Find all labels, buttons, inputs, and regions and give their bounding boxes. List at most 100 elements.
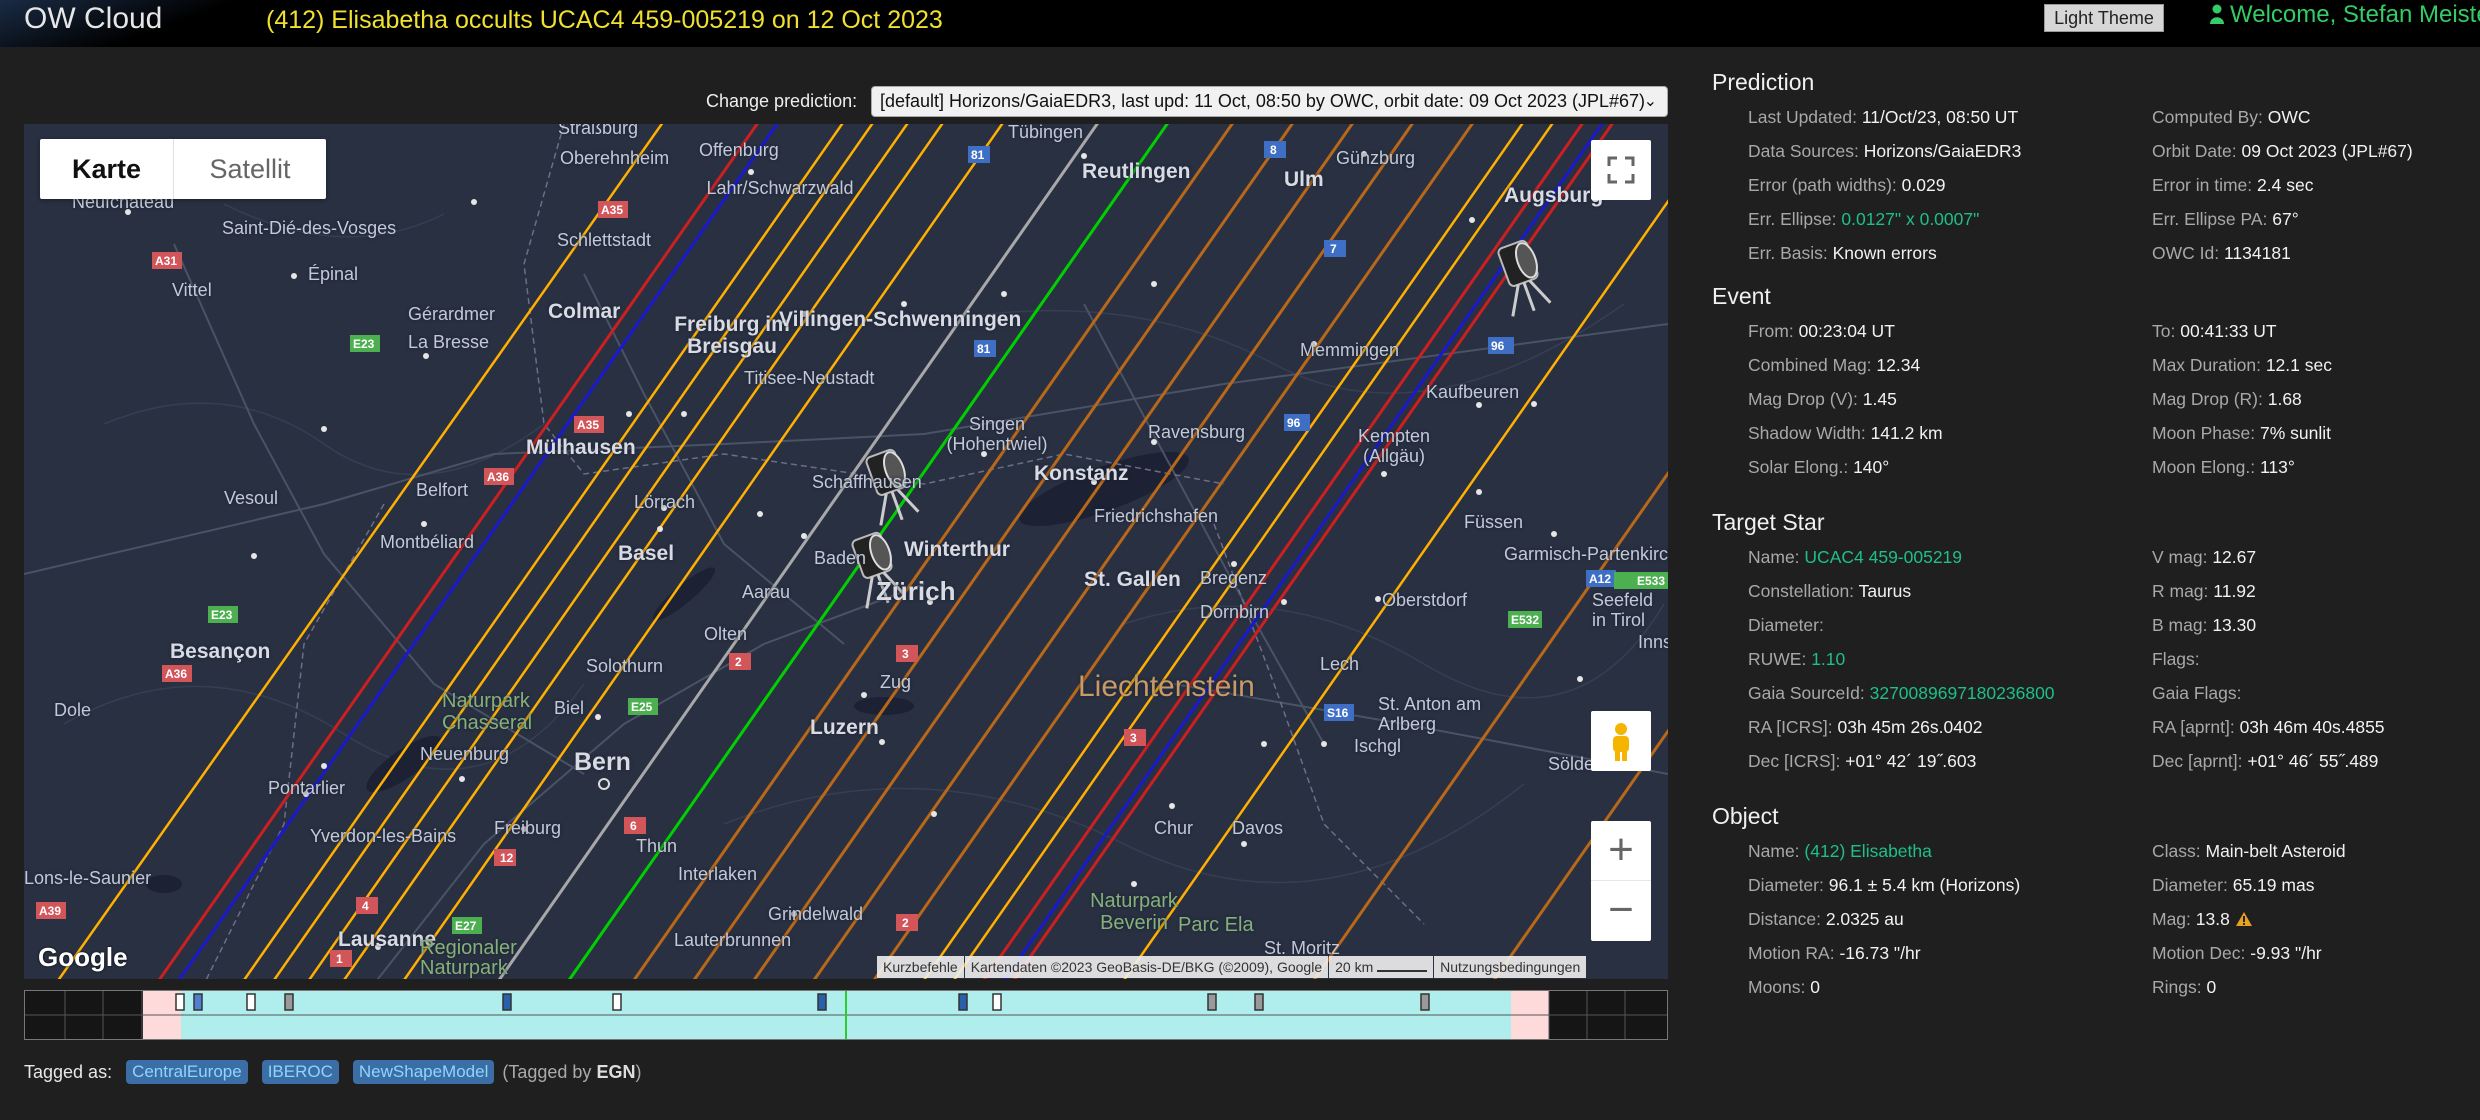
terrain-lines — [63, 203, 1665, 884]
google-logo[interactable]: Google — [38, 942, 128, 972]
field-label: To: — [2152, 321, 2176, 341]
gaia-source-link[interactable]: 3270089697180236800 — [1869, 683, 2055, 703]
field-value: 1.68 — [2267, 389, 2302, 409]
field-value: Taurus — [1858, 581, 1912, 601]
change-prediction-label: Change prediction: — [706, 91, 858, 111]
computed-by-field: Computed By: OWC — [2152, 107, 2311, 128]
tag-newshapemodel[interactable]: NewShapeModel — [352, 1060, 495, 1084]
field-value: 12.1 sec — [2265, 355, 2332, 375]
star-name-link[interactable]: UCAC4 459-005219 — [1804, 547, 1963, 567]
field-value: 13.30 — [2212, 615, 2257, 635]
field-value: 140° — [1853, 457, 1890, 477]
light-theme-button[interactable]: Light Theme — [2044, 4, 2164, 32]
tag-centraleurope[interactable]: CentralEurope — [126, 1060, 248, 1084]
observer-telescope-markers[interactable] — [844, 238, 1552, 610]
field-value: -9.93 "/hr — [2250, 943, 2322, 963]
field-value: 13.8 — [2195, 909, 2230, 929]
map-label: Füssen — [1464, 512, 1524, 532]
map-label: St. Moritz — [1264, 938, 1341, 958]
map-type-karte-button[interactable]: Karte — [71, 154, 142, 184]
class-field: Class: Main-belt Asteroid — [2152, 841, 2346, 862]
brand-logo[interactable]: OW Cloud — [0, 0, 240, 47]
svg-text:6: 6 — [630, 819, 637, 833]
zoom-in-button[interactable]: + — [1591, 821, 1651, 881]
map-label: Winterthur — [904, 538, 1010, 561]
event-timeline[interactable] — [24, 990, 1668, 1040]
field-label: Diameter: — [1748, 615, 1824, 635]
svg-text:E23: E23 — [211, 608, 233, 622]
svg-text:A39: A39 — [39, 904, 61, 918]
object-mag-field: Mag: 13.8 — [2152, 909, 2253, 930]
field-value: 113° — [2260, 457, 2295, 477]
telescope-icon[interactable] — [1490, 238, 1552, 318]
fullscreen-button[interactable] — [1591, 140, 1651, 200]
map-label: Yverdon-les-Bains — [310, 826, 457, 846]
telescope-icon[interactable] — [844, 530, 906, 610]
warning-icon[interactable] — [2235, 911, 2253, 927]
field-label: Gaia SourceId: — [1748, 683, 1865, 703]
field-label: Mag: — [2152, 909, 2191, 929]
tag-iberoc[interactable]: IBEROC — [261, 1060, 339, 1084]
field-label: Mag Drop (R): — [2152, 389, 2263, 409]
svg-text:A12: A12 — [1589, 572, 1611, 586]
fullscreen-icon — [1607, 156, 1635, 184]
err-ellipse-link[interactable]: 0.0127" x 0.0007" — [1841, 209, 1980, 229]
city-dots — [125, 151, 1617, 950]
dec-aprnt-field: Dec [aprnt]: +01° 46´ 55˝.489 — [2152, 751, 2378, 772]
object-name-link[interactable]: (412) Elisabetha — [1804, 841, 1932, 861]
field-label: From: — [1748, 321, 1794, 341]
field-value: OWC — [2267, 107, 2311, 127]
flags-field: Flags: — [2152, 649, 2200, 670]
field-label: Err. Ellipse: — [1748, 209, 1837, 229]
field-label: Err. Basis: — [1748, 243, 1828, 263]
object-heading: Object — [1712, 803, 1779, 829]
field-value: 09 Oct 2023 (JPL#67) — [2241, 141, 2413, 161]
street-view-pegman-button[interactable] — [1591, 711, 1651, 771]
moons-field: Moons: 0 — [1748, 977, 1820, 998]
field-label: V mag: — [2152, 547, 2208, 567]
keyboard-shortcuts-link[interactable]: Kurzbefehle — [877, 956, 964, 978]
field-label: Diameter: — [2152, 875, 2228, 895]
map-label: Freiburg — [494, 818, 562, 838]
svg-text:A31: A31 — [155, 254, 177, 268]
tags-label: Tagged as: — [24, 1061, 113, 1082]
svg-text:81: 81 — [971, 148, 985, 162]
mag-drop-r-field: Mag Drop (R): 1.68 — [2152, 389, 2302, 410]
terms-link[interactable]: Nutzungsbedingungen — [1434, 956, 1587, 978]
map-label: Lauterbrunnen — [674, 930, 792, 950]
field-label: Gaia Flags: — [2152, 683, 2242, 703]
brand-text[interactable]: OW Cloud — [24, 2, 163, 35]
field-value: 03h 45m 26s.0402 — [1837, 717, 1983, 737]
scale-bar[interactable]: 20 km — [1329, 956, 1434, 978]
map-type-satellite-button[interactable]: Satellit — [173, 139, 326, 199]
field-label: Diameter: — [1748, 875, 1824, 895]
timeline-graphic — [25, 991, 1667, 1039]
svg-text:E27: E27 — [455, 919, 477, 933]
zoom-out-button[interactable]: − — [1608, 885, 1634, 934]
bern-capital-marker — [598, 778, 610, 790]
map-label: Besançon — [170, 640, 271, 663]
svg-text:96: 96 — [1491, 339, 1505, 353]
error-time-field: Error in time: 2.4 sec — [2152, 175, 2313, 196]
solar-elong-field: Solar Elong.: 140° — [1748, 457, 1889, 478]
field-label: Max Duration: — [2152, 355, 2261, 375]
ruwe-link[interactable]: 1.10 — [1811, 649, 1846, 669]
telescope-icon[interactable] — [858, 447, 920, 527]
field-label: Distance: — [1748, 909, 1821, 929]
map-label: Zürich — [876, 576, 956, 606]
map-label: La Bresse — [408, 332, 490, 352]
distance-field: Distance: 2.0325 au — [1748, 909, 1904, 930]
field-value: 03h 46m 40s.4855 — [2239, 717, 2385, 737]
map-label: Belfort — [416, 480, 469, 500]
field-value: +01° 46´ 55˝.489 — [2247, 751, 2379, 771]
svg-text:E23: E23 — [353, 337, 375, 351]
svg-text:4: 4 — [362, 899, 369, 913]
tagged-by-prefix: (Tagged by — [502, 1061, 592, 1082]
top-bar: OW Cloud (412) Elisabetha occults UCAC4 … — [0, 0, 2480, 47]
map-canvas[interactable]: A31 A35 A35 A36 E23 E23 A36 E25 2 3 3 6 … — [24, 124, 1668, 979]
map-label: Thun — [636, 836, 678, 856]
map-label: Augsburg — [1504, 184, 1604, 207]
welcome-user[interactable]: Welcome, Stefan Meister — [2210, 1, 2480, 29]
prediction-select[interactable]: [default] Horizons/GaiaEDR3, last upd: 1… — [871, 86, 1668, 117]
svg-text:A36: A36 — [165, 667, 187, 681]
